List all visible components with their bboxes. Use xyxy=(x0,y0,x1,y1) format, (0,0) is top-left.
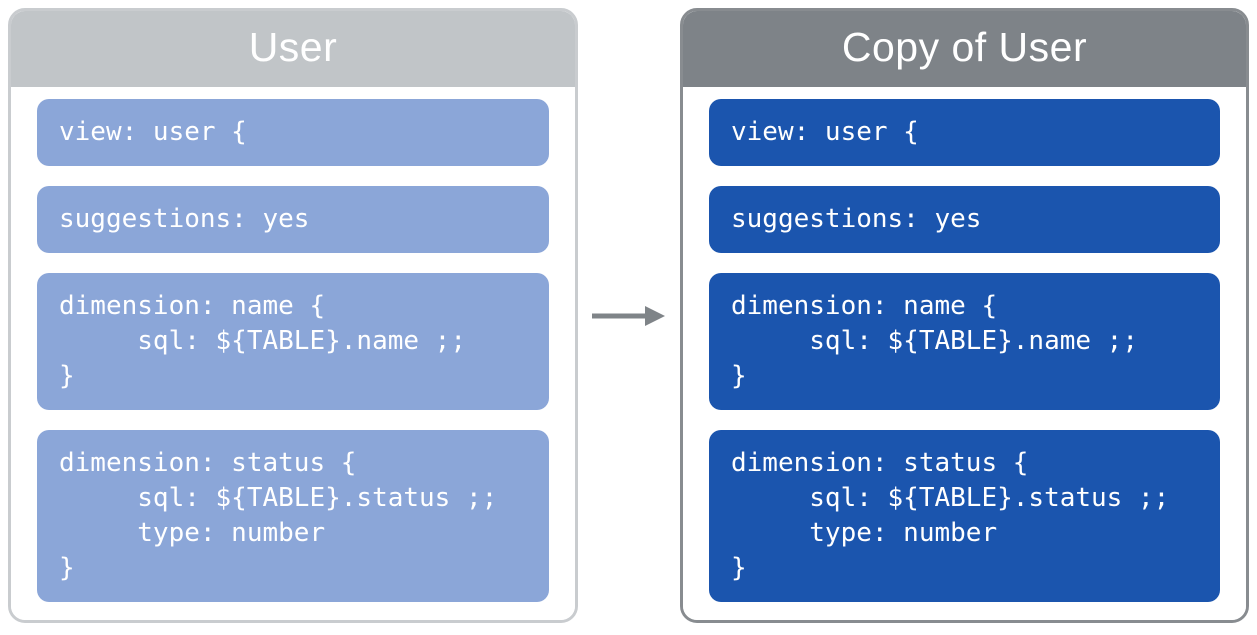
code-block-dimension-status: dimension: status { sql: ${TABLE}.status… xyxy=(709,430,1220,602)
code-block-dimension-status: dimension: status { sql: ${TABLE}.status… xyxy=(37,430,549,602)
code-block-view: view: user { xyxy=(37,99,549,166)
code-block-view: view: user { xyxy=(709,99,1220,166)
panel-copy-of-user-body: view: user { suggestions: yes dimension:… xyxy=(683,87,1246,620)
code-block-suggestions: suggestions: yes xyxy=(709,186,1220,253)
panel-user-header: User xyxy=(11,11,575,87)
panel-user-body: view: user { suggestions: yes dimension:… xyxy=(11,87,575,620)
right-arrow-icon xyxy=(592,306,665,326)
code-block-suggestions: suggestions: yes xyxy=(37,186,549,253)
code-block-dimension-name: dimension: name { sql: ${TABLE}.name ;; … xyxy=(709,273,1220,410)
panel-user-title: User xyxy=(248,23,338,70)
panel-copy-of-user-title: Copy of User xyxy=(841,23,1088,70)
code-block-dimension-name: dimension: name { sql: ${TABLE}.name ;; … xyxy=(37,273,549,410)
panel-user: User view: user { suggestions: yes dimen… xyxy=(8,8,578,623)
panel-copy-of-user: Copy of User view: user { suggestions: y… xyxy=(680,8,1249,623)
panel-copy-of-user-header: Copy of User xyxy=(683,11,1246,87)
